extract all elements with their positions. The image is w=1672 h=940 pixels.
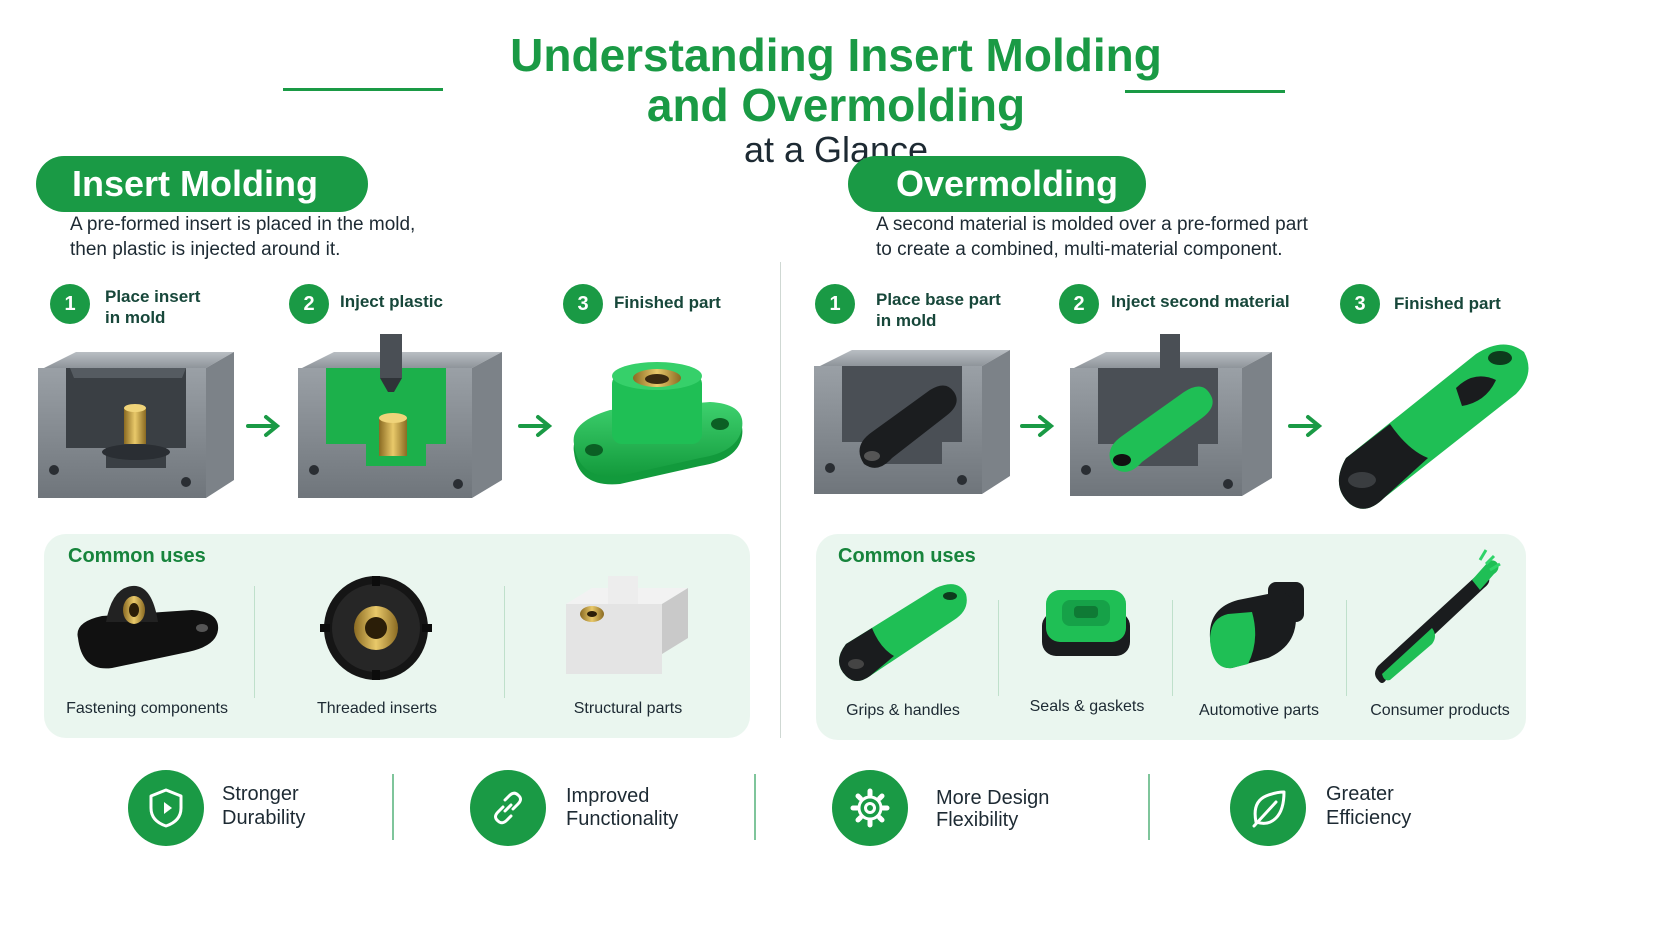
open-mold-with-base-part-image [814, 350, 1010, 494]
over-description-line2: to create a combined, multi-material com… [876, 239, 1283, 260]
gear-icon [850, 788, 890, 828]
over-step-3-label: Finished part [1394, 294, 1501, 313]
use-seals-gaskets-label: Seals & gaskets [1029, 698, 1145, 715]
over-step-3-number: 3 [1340, 284, 1380, 324]
over-step-1-label-line1: Place base part [876, 290, 1001, 309]
benefit-durability-badge [128, 770, 204, 846]
page-title-line1: Understanding Insert Molding [510, 29, 1162, 81]
page-title-line2: and Overmolding [646, 79, 1026, 131]
insert-step-1-label-line2: in mold [105, 308, 166, 327]
benefit-flexibility-line1: More Design [936, 787, 1050, 809]
link-icon [494, 791, 522, 825]
benefit-durability-line1: Stronger [222, 783, 299, 805]
use-consumer-products-label: Consumer products [1370, 702, 1510, 719]
use-fastening-components-label: Fastening components [66, 700, 228, 717]
leaf-icon [1252, 790, 1286, 828]
use-structural-parts-label: Structural parts [573, 700, 683, 717]
insert-step-2-number: 2 [289, 284, 329, 324]
over-step-2-label: Inject second material [1111, 292, 1290, 311]
benefit-separator [1148, 774, 1150, 840]
benefit-efficiency-line1: Greater [1326, 783, 1394, 805]
title-rule-right [1125, 90, 1285, 93]
uses-separator [504, 586, 505, 698]
toothbrush-image [1375, 549, 1501, 683]
title-rule-left [283, 88, 443, 91]
over-step-2-number: 2 [1059, 284, 1099, 324]
fastening-component-image [77, 585, 219, 669]
use-grips-handles-label: Grips & handles [846, 702, 960, 719]
insert-step-3-label: Finished part [614, 293, 721, 312]
open-mold-with-insert-image [38, 352, 234, 498]
finished-overmolded-handle-image [1338, 344, 1529, 509]
benefit-functionality-line1: Improved [566, 785, 650, 807]
arrow-right-icon [518, 415, 553, 437]
arrow-right-icon [1020, 415, 1055, 437]
threaded-insert-image [320, 576, 432, 680]
use-threaded-inserts-label: Threaded inserts [316, 700, 438, 717]
automotive-part-image [1209, 582, 1304, 669]
benefit-separator [392, 774, 394, 840]
mold-injecting-plastic-image [298, 334, 502, 498]
uses-separator [1172, 600, 1173, 696]
mold-injecting-second-material-image [1070, 334, 1272, 496]
insert-step-3-number: 3 [563, 284, 603, 324]
insert-description-line1: A pre-formed insert is placed in the mol… [70, 214, 416, 235]
over-common-uses-panel [816, 534, 1526, 740]
benefit-separator [754, 774, 756, 840]
uses-separator [1346, 600, 1347, 696]
benefit-flexibility-line2: Flexibility [936, 809, 1019, 831]
insert-step-2-label: Inject plastic [340, 292, 443, 311]
benefit-durability-line2: Durability [222, 807, 306, 829]
section-divider [780, 262, 781, 738]
insert-uses-title: Common uses [68, 545, 206, 567]
insert-molding-heading: Insert Molding [36, 156, 368, 212]
over-step-1-label-line2: in mold [876, 311, 937, 330]
benefit-flexibility-badge [832, 770, 908, 846]
insert-description-line2: then plastic is injected around it. [70, 239, 341, 260]
benefit-functionality-badge [470, 770, 546, 846]
grip-handle-image [839, 584, 967, 681]
insert-step-1-number: 1 [50, 284, 90, 324]
over-uses-title: Common uses [838, 545, 976, 567]
benefit-efficiency-line2: Efficiency [1326, 807, 1412, 829]
uses-separator [254, 586, 255, 698]
shield-icon [149, 788, 183, 828]
uses-separator [998, 600, 999, 696]
over-description-line1: A second material is molded over a pre-f… [876, 214, 1308, 235]
insert-step-1-label-line1: Place insert [105, 287, 201, 306]
finished-insert-part-image [573, 362, 743, 485]
arrow-right-icon [1288, 415, 1323, 437]
overmolding-heading: Overmolding [848, 156, 1146, 212]
arrow-right-icon [246, 415, 281, 437]
seal-gasket-image [1042, 590, 1130, 656]
benefit-functionality-line2: Functionality [566, 808, 679, 830]
over-step-1-number: 1 [815, 284, 855, 324]
structural-part-image [566, 576, 688, 674]
use-automotive-parts-label: Automotive parts [1198, 702, 1320, 719]
benefit-efficiency-badge [1230, 770, 1306, 846]
